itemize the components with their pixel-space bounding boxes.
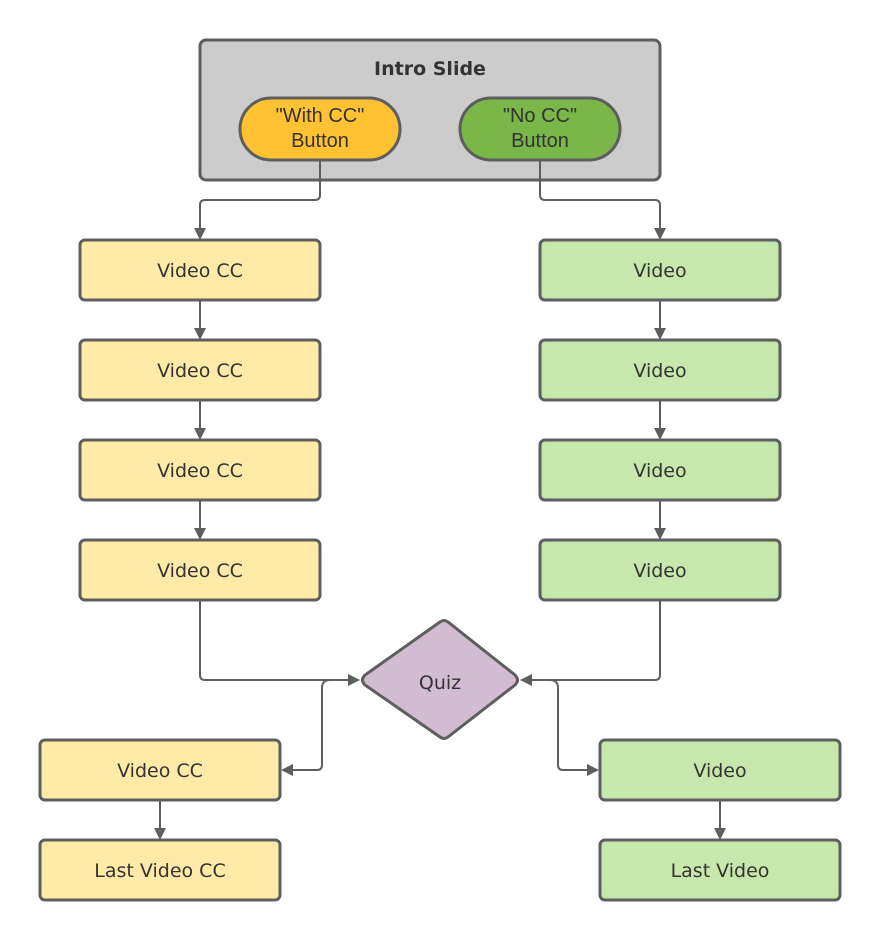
edge-quiz-to-video (549, 679, 599, 776)
last-video-cc-box: Last Video CC (38, 838, 282, 902)
video-cc-box-2: Video CC (78, 338, 322, 402)
edge-with-cc-to-video-cc (194, 160, 321, 240)
edge-no-cc-to-video (539, 160, 666, 240)
with-cc-button-label-line1: "With CC" (276, 105, 365, 127)
edge-video-cc-4-to-quiz (199, 600, 360, 686)
video-box-4-shape (538, 538, 782, 602)
connectors (154, 160, 726, 840)
intro-slide-title: Intro Slide (374, 58, 486, 80)
video-cc-box-4-shape (78, 538, 322, 602)
video-box-1: Video (538, 238, 782, 302)
last-video-cc-box-shape (38, 838, 282, 902)
video-cc-box-2-label: Video CC (157, 360, 243, 382)
post-quiz-video-cc-box-label: Video CC (117, 760, 203, 782)
video-cc-box-1-shape (78, 238, 322, 302)
post-quiz-video-box-label: Video (693, 760, 746, 782)
last-video-cc-box-label: Last Video CC (94, 860, 225, 882)
video-box-2-shape (538, 338, 782, 402)
last-video-box-label: Last Video (671, 860, 770, 882)
last-video-box: Last Video (598, 838, 842, 902)
video-cc-box-2-shape (78, 338, 322, 402)
intro-slide: Intro Slide "With CC" Button "No CC" But… (198, 38, 662, 182)
no-cc-button-label-line1: "No CC" (503, 105, 577, 127)
post-quiz-video-cc-box: Video CC (38, 738, 282, 802)
video-cc-box-3-label: Video CC (157, 460, 243, 482)
last-video-box-shape (598, 838, 842, 902)
video-box-4: Video (538, 538, 782, 602)
video-box-4-label: Video (633, 560, 686, 582)
video-box-3-label: Video (633, 460, 686, 482)
edge-quiz-to-video-cc (281, 679, 331, 776)
post-quiz-video-box: Video (598, 738, 842, 802)
video-box-2-label: Video (633, 360, 686, 382)
quiz-decision: Quiz (361, 619, 519, 740)
video-box-2: Video (538, 338, 782, 402)
post-quiz-video-box-shape (598, 738, 842, 802)
with-cc-button[interactable]: "With CC" Button (238, 96, 402, 162)
video-cc-box-3-shape (78, 438, 322, 502)
video-box-3: Video (538, 438, 782, 502)
quiz-label: Quiz (419, 672, 461, 694)
video-box-1-label: Video (633, 260, 686, 282)
no-cc-button[interactable]: "No CC" Button (458, 96, 622, 162)
video-cc-box-1-label: Video CC (157, 260, 243, 282)
video-box-3-shape (538, 438, 782, 502)
edge-video-4-to-quiz (520, 600, 661, 686)
with-cc-button-label-line2: Button (291, 130, 349, 152)
video-box-1-shape (538, 238, 782, 302)
post-quiz-video-cc-box-shape (38, 738, 282, 802)
video-cc-box-4-label: Video CC (157, 560, 243, 582)
video-cc-box-4: Video CC (78, 538, 322, 602)
video-cc-box-3: Video CC (78, 438, 322, 502)
no-cc-button-label-line2: Button (511, 130, 569, 152)
video-cc-box-1: Video CC (78, 238, 322, 302)
quiz-diamond (361, 619, 519, 740)
